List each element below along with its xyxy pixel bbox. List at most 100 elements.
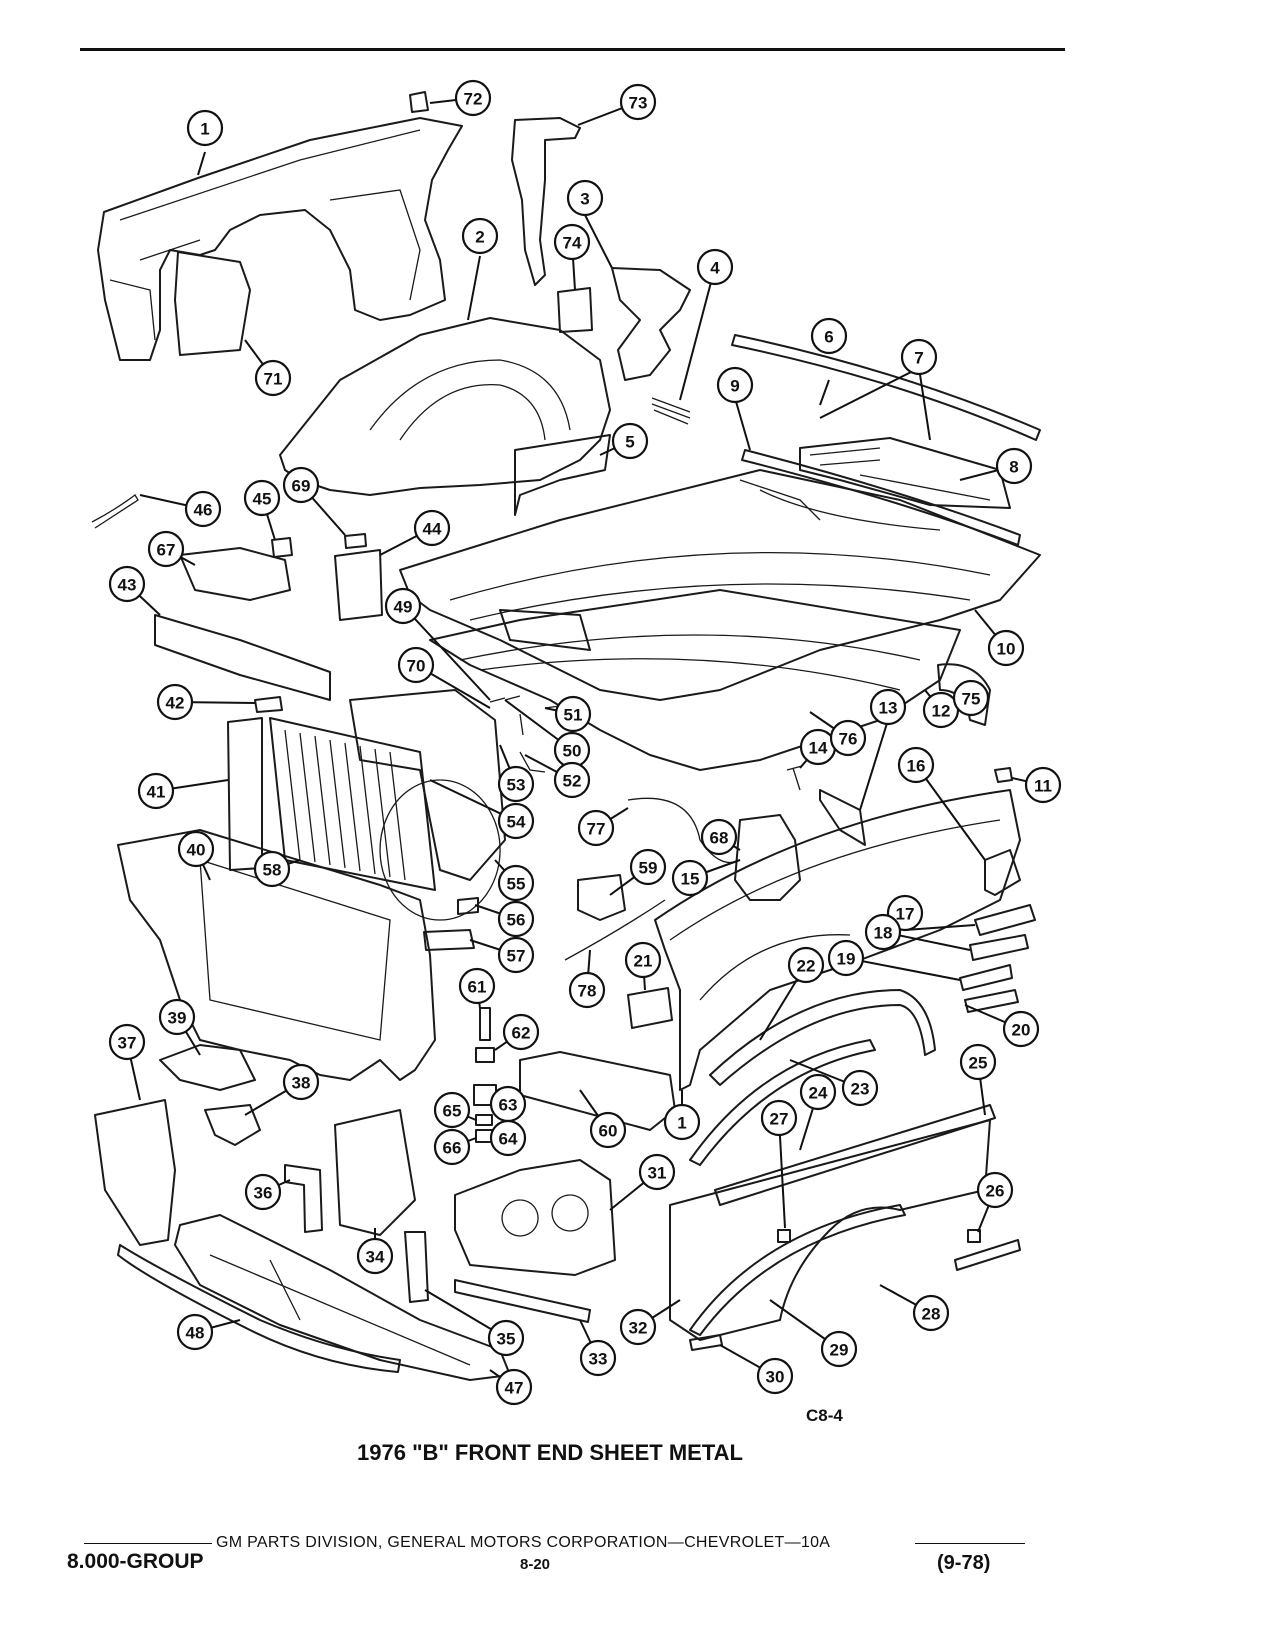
callout-label: 52 bbox=[563, 772, 582, 791]
callout-circle bbox=[177, 830, 215, 868]
callout-69: 69 bbox=[282, 466, 320, 504]
callout-circle bbox=[577, 809, 615, 847]
callout-circle bbox=[629, 848, 667, 886]
callout-label: 38 bbox=[292, 1074, 311, 1093]
callout-circle bbox=[995, 447, 1033, 485]
callout-43: 43 bbox=[108, 565, 146, 603]
callout-7: 7 bbox=[900, 338, 938, 376]
callout-circle bbox=[282, 1063, 320, 1101]
callout-label: 26 bbox=[986, 1182, 1005, 1201]
callout-56: 56 bbox=[497, 900, 535, 938]
callout-label: 49 bbox=[394, 598, 413, 617]
footer-rule-left bbox=[84, 1543, 212, 1544]
callout-circle bbox=[497, 765, 535, 803]
callout-label: 72 bbox=[464, 90, 483, 109]
callout-65: 65 bbox=[433, 1091, 471, 1129]
callout-circle bbox=[716, 366, 754, 404]
callout-label: 48 bbox=[186, 1324, 205, 1343]
callout-2: 2 bbox=[461, 217, 499, 255]
callout-label: 63 bbox=[499, 1096, 518, 1115]
page-title: 1976 "B" FRONT END SHEET METAL bbox=[357, 1440, 743, 1465]
callout-label: 45 bbox=[253, 490, 272, 509]
callout-label: 74 bbox=[563, 234, 582, 253]
callout-circle bbox=[638, 1153, 676, 1191]
callout-circle bbox=[841, 1069, 879, 1107]
callout-circle bbox=[959, 1043, 997, 1081]
callout-circle bbox=[184, 490, 222, 528]
callout-78: 78 bbox=[568, 971, 606, 1009]
callout-38: 38 bbox=[282, 1063, 320, 1101]
top-rule bbox=[80, 48, 1065, 51]
callout-30: 30 bbox=[756, 1357, 794, 1395]
figure-code: C8-4 bbox=[806, 1406, 843, 1425]
callout-circle bbox=[820, 1330, 858, 1368]
callout-label: 61 bbox=[468, 978, 487, 997]
callout-label: 46 bbox=[194, 501, 213, 520]
callout-23: 23 bbox=[841, 1069, 879, 1107]
callout-circle bbox=[897, 746, 935, 784]
callout-label: 34 bbox=[366, 1248, 385, 1267]
callout-77: 77 bbox=[577, 809, 615, 847]
callout-39: 39 bbox=[158, 998, 196, 1036]
callout-label: 43 bbox=[118, 576, 137, 595]
callout-circle bbox=[413, 509, 451, 547]
callout-3: 3 bbox=[566, 179, 604, 217]
callout-circle bbox=[810, 317, 848, 355]
callout-76: 76 bbox=[829, 719, 867, 757]
callout-label: 40 bbox=[187, 841, 206, 860]
callout-label: 33 bbox=[589, 1350, 608, 1369]
callout-36: 36 bbox=[244, 1173, 282, 1211]
callout-label: 76 bbox=[839, 730, 858, 749]
callout-label: 78 bbox=[578, 982, 597, 1001]
callout-label: 8 bbox=[1009, 458, 1018, 477]
callout-circle bbox=[799, 1073, 837, 1111]
callout-label: 71 bbox=[264, 370, 283, 389]
callout-26: 26 bbox=[976, 1171, 1014, 1209]
callout-circle bbox=[700, 818, 738, 856]
callout-21: 21 bbox=[624, 941, 662, 979]
callout-circle bbox=[566, 179, 604, 217]
callout-18: 18 bbox=[864, 913, 902, 951]
callout-circle bbox=[433, 1091, 471, 1129]
callout-circle bbox=[108, 565, 146, 603]
callout-circle bbox=[137, 772, 175, 810]
callout-circle bbox=[787, 946, 825, 984]
callout-label: 12 bbox=[932, 702, 951, 721]
callout-20: 20 bbox=[1002, 1010, 1040, 1048]
callout-10: 10 bbox=[987, 629, 1025, 667]
callout-62: 62 bbox=[502, 1013, 540, 1051]
callout-1: 1 bbox=[186, 109, 224, 147]
callout-label: 69 bbox=[292, 477, 311, 496]
callout-label: 15 bbox=[681, 870, 700, 889]
callout-label: 67 bbox=[157, 541, 176, 560]
callout-label: 6 bbox=[824, 328, 833, 347]
callout-label: 50 bbox=[563, 742, 582, 761]
callout-circle bbox=[1002, 1010, 1040, 1048]
callout-circle bbox=[244, 1173, 282, 1211]
callout-circle bbox=[253, 850, 291, 888]
callout-label: 70 bbox=[407, 657, 426, 676]
callout-circle bbox=[864, 913, 902, 951]
callout-circle bbox=[487, 1319, 525, 1357]
callout-label: 25 bbox=[969, 1054, 988, 1073]
footer-page-number: 8-20 bbox=[520, 1556, 551, 1573]
callout-75: 75 bbox=[952, 679, 990, 717]
callout-label: 73 bbox=[629, 94, 648, 113]
callout-35: 35 bbox=[487, 1319, 525, 1357]
callout-label: 58 bbox=[263, 861, 282, 880]
callout-label: 23 bbox=[851, 1080, 870, 1099]
callout-label: 31 bbox=[648, 1164, 667, 1183]
callout-label: 16 bbox=[907, 757, 926, 776]
callout-8: 8 bbox=[995, 447, 1033, 485]
callout-label: 2 bbox=[475, 228, 484, 247]
callout-circle bbox=[1024, 766, 1062, 804]
callout-circle bbox=[384, 587, 422, 625]
callout-68: 68 bbox=[700, 818, 738, 856]
callout-circle bbox=[611, 422, 649, 460]
footer-rule-right bbox=[915, 1543, 1025, 1544]
callout-label: 29 bbox=[830, 1341, 849, 1360]
callout-31: 31 bbox=[638, 1153, 676, 1191]
callout-label: 44 bbox=[423, 520, 442, 539]
